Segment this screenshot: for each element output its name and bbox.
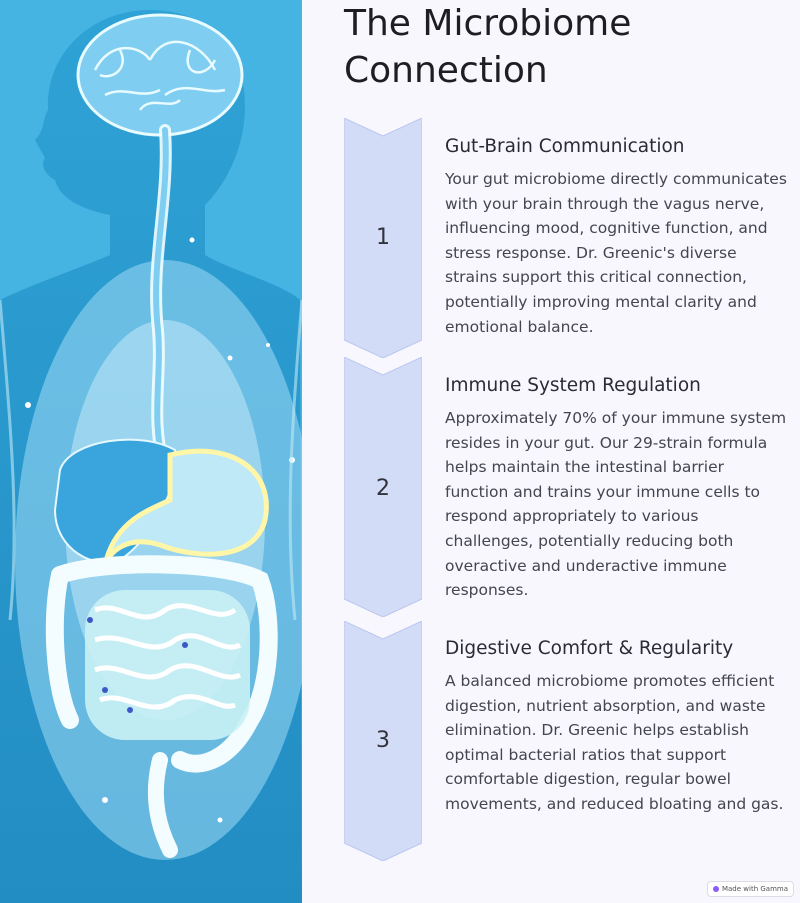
body-figure-graphic <box>0 0 302 903</box>
step-3-chevron <box>344 621 422 861</box>
step-1-number: 1 <box>376 225 390 250</box>
made-with-gamma-badge[interactable]: Made with Gamma <box>706 881 794 897</box>
step-3-heading: Digestive Comfort & Regularity <box>445 638 734 659</box>
step-3-number: 3 <box>376 728 390 753</box>
step-2-heading: Immune System Regulation <box>445 375 701 396</box>
step-1-heading: Gut-Brain Communication <box>445 136 685 157</box>
gamma-logo-icon <box>712 886 719 892</box>
step-2-number: 2 <box>376 476 390 501</box>
step-2-body: Approximately 70% of your immune system … <box>445 409 787 600</box>
page-title: The Microbiome Connection <box>344 3 632 91</box>
step-2-chevron <box>344 357 422 617</box>
step-1-body: Your gut microbiome directly communicate… <box>445 170 787 336</box>
step-1-chevron <box>344 118 422 358</box>
step-3-body: A balanced microbiome promotes efficient… <box>445 672 784 813</box>
badge-label: Made with Gamma <box>721 885 788 893</box>
human-body-illustration <box>0 0 302 903</box>
